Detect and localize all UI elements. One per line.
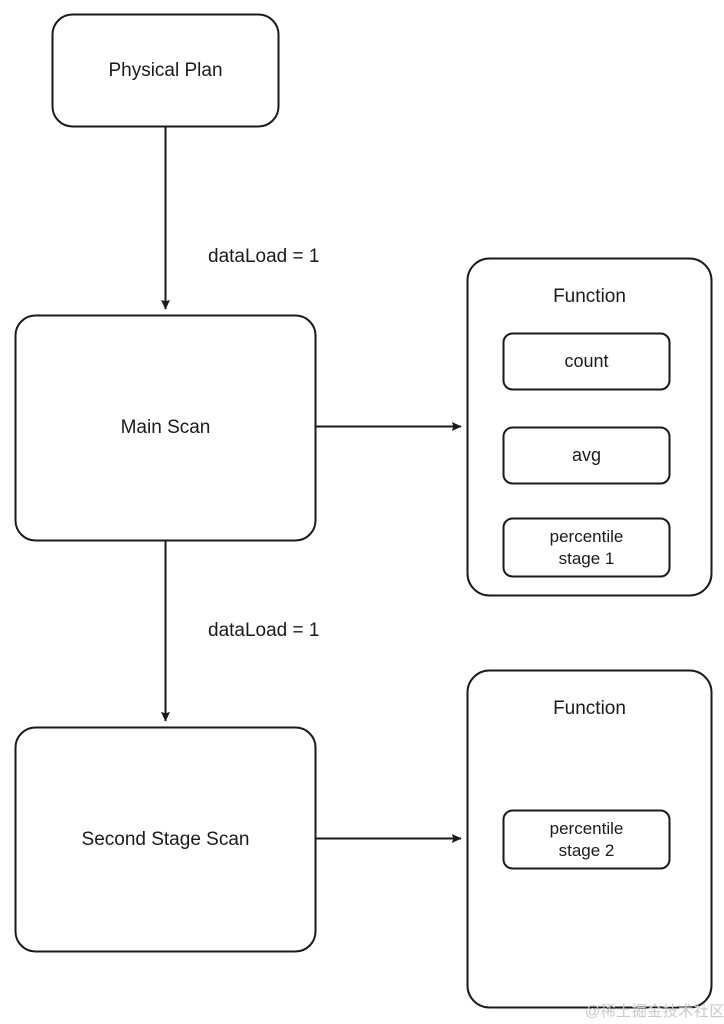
node-function-count-shape[interactable] [502, 332, 671, 391]
node-function-percentile-stage-1-shape[interactable] [502, 517, 671, 578]
node-function-avg-shape[interactable] [502, 426, 671, 485]
edge-label-dataload-top: dataLoad = 1 [208, 246, 320, 267]
node-main-scan-shape[interactable] [14, 314, 317, 542]
node-function-percentile-stage-2-shape[interactable] [502, 809, 671, 870]
edge-label-dataload-bottom: dataLoad = 1 [208, 620, 320, 641]
node-physical-plan-shape[interactable] [51, 13, 280, 128]
node-second-stage-scan-shape[interactable] [14, 726, 317, 953]
watermark-label: @稀土掘金技术社区 [585, 1003, 724, 1020]
